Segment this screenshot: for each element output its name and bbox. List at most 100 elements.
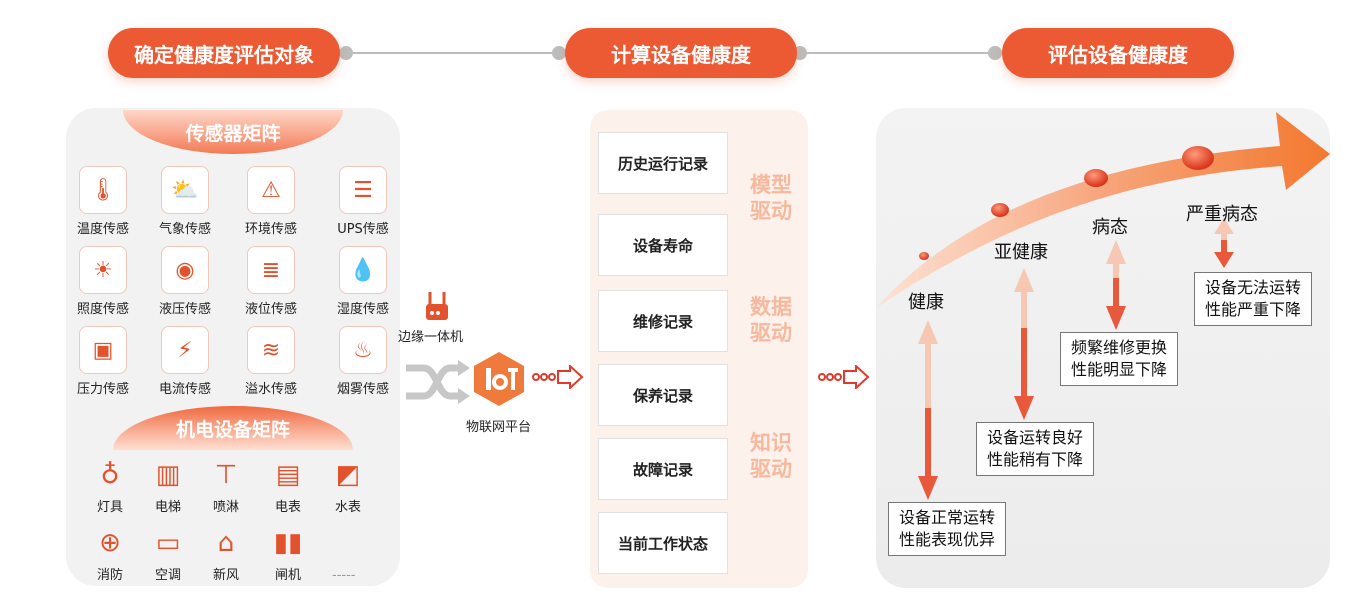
sensor-item: ☀ 照度传感 [66,246,144,317]
fresh-air-icon: ⌂ [217,528,235,558]
sensor-label: 温度传感 [76,222,129,237]
device-item: ⊤ 喷淋 [196,458,256,515]
device-matrix-banner: 机电设备矩阵 [113,406,353,450]
stage-sick: 病态 [1092,217,1128,238]
range-arrow-severe [1214,218,1234,268]
drive-label-data: 数据驱动 [750,295,792,345]
sensor-item: ▣ 压力传感 [66,326,144,397]
pressure-icon: ▣ [79,326,127,374]
sensor-label: 湿度传感 [336,302,389,317]
connector-dot [339,46,353,60]
calculation-panel: 历史运行记录 设备寿命 维修记录 保养记录 故障记录 当前工作状态 模型驱动 数… [590,110,808,588]
sensor-label: 照度传感 [76,302,129,317]
iot-platform-label: 物联网平台 [466,420,532,435]
sensor-item: ≣ 液位传感 [230,246,312,317]
device-label: 电梯 [154,500,181,515]
device-label: 空调 [154,568,181,583]
device-item: ▥ 电梯 [138,458,198,515]
device-label: 新风 [212,568,239,583]
stage-subhealthy: 亚健康 [994,242,1048,263]
sensor-item: 🌡 温度传感 [66,166,144,237]
gauge-icon: ◉ [161,246,209,294]
gate-icon: ▮▮ [273,528,303,558]
drive-label-model: 模型驱动 [750,173,792,223]
device-label: 喷淋 [212,500,239,515]
record-box: 维修记录 [598,290,728,352]
device-item: ⊕ 消防 [80,526,140,583]
sensor-item: ⚠ 环境传感 [230,166,312,237]
record-box: 故障记录 [598,438,728,500]
hydrant-icon: ⊕ [99,528,121,558]
device-item: ▮▮ 闸机 [258,526,318,583]
connector-1 [346,52,560,54]
device-item: ◩ 水表 [318,458,378,515]
air-conditioner-icon: ▭ [155,528,181,558]
device-item: ▭ 空调 [138,526,198,583]
note-subhealthy: 设备运转良好 性能稍有下降 [976,422,1095,476]
sprinkler-icon: ⊤ [214,460,238,490]
evaluation-panel: 健康 亚健康 病态 严重病态 设备正常运转 性能表现优异 设备运转良好 性能稍有… [876,108,1330,588]
record-box: 历史运行记录 [598,132,728,194]
more-indicator: ----- [332,568,356,583]
shuffle-arrows-icon [406,360,470,404]
flow-arrow-2-icon [818,365,870,389]
level-icon: ≣ [247,246,295,294]
connector-dot [552,46,566,60]
sensor-item: ☰ UPS传感 [322,166,400,237]
stage-healthy: 健康 [908,292,944,313]
sensor-label: 液压传感 [158,302,211,317]
device-label: 水表 [334,500,361,515]
alert-icon: ⚠ [247,166,295,214]
step-2-pill: 计算设备健康度 [565,28,797,78]
flow-arrow-1-icon [532,365,584,389]
elevator-icon: ▥ [155,460,181,490]
record-box: 当前工作状态 [598,512,728,574]
light-bulb-icon: ☀ [79,246,127,294]
sensor-item: 💧 湿度传感 [322,246,400,317]
device-item: ⌂ 新风 [196,526,256,583]
ups-icon: ☰ [339,166,387,214]
range-arrow-sick [1106,240,1126,330]
water-icon: ≋ [247,326,295,374]
smoke-icon: ♨ [339,326,387,374]
device-label: 灯具 [96,500,123,515]
sensor-item: ◉ 液压传感 [144,246,226,317]
device-label: 闸机 [274,568,301,583]
edge-label: 边缘一体机 [398,330,464,345]
note-healthy: 设备正常运转 性能表现优异 [888,502,1007,556]
iot-platform-icon [474,352,524,406]
humidity-icon: 💧 [339,246,387,294]
device-item: ♁ 灯具 [80,458,140,515]
connector-dot [988,46,1002,60]
lamp-icon: ♁ [100,460,120,490]
sensor-label: UPS传感 [337,222,389,237]
note-sick: 频繁维修更换 性能明显下降 [1060,332,1179,386]
stage-severe: 严重病态 [1186,204,1258,225]
connector-2 [800,52,996,54]
note-severe: 设备无法运转 性能严重下降 [1194,272,1313,326]
sensor-item: ≋ 溢水传感 [230,326,312,397]
meter-icon: ▤ [275,460,301,490]
sensor-label: 气象传感 [158,222,211,237]
sensor-item: ♨ 烟雾传感 [322,326,400,397]
current-icon: ⚡ [161,326,209,374]
object-panel: 传感器矩阵 🌡 温度传感 ⛅ 气象传感 ⚠ 环境传感 ☰ UPS传感 ☀ 照度传… [66,108,400,586]
device-label: 消防 [96,568,123,583]
range-arrow-healthy [918,320,938,500]
sensor-label: 溢水传感 [244,382,297,397]
record-box: 保养记录 [598,364,728,426]
range-arrow-subhealthy [1014,268,1034,420]
sensor-label: 压力传感 [76,382,129,397]
thermometer-icon: 🌡 [79,166,127,214]
sensor-label: 烟雾传感 [336,382,389,397]
edge-device-icon [426,292,448,320]
sensor-label: 环境传感 [244,222,297,237]
weather-icon: ⛅ [161,166,209,214]
device-label: 电表 [274,500,301,515]
record-box: 设备寿命 [598,214,728,276]
step-3-pill: 评估设备健康度 [1002,28,1234,78]
sensor-label: 液位传感 [244,302,297,317]
water-meter-icon: ◩ [335,460,361,490]
sensor-item: ⚡ 电流传感 [144,326,226,397]
trend-arrow [876,112,1330,500]
